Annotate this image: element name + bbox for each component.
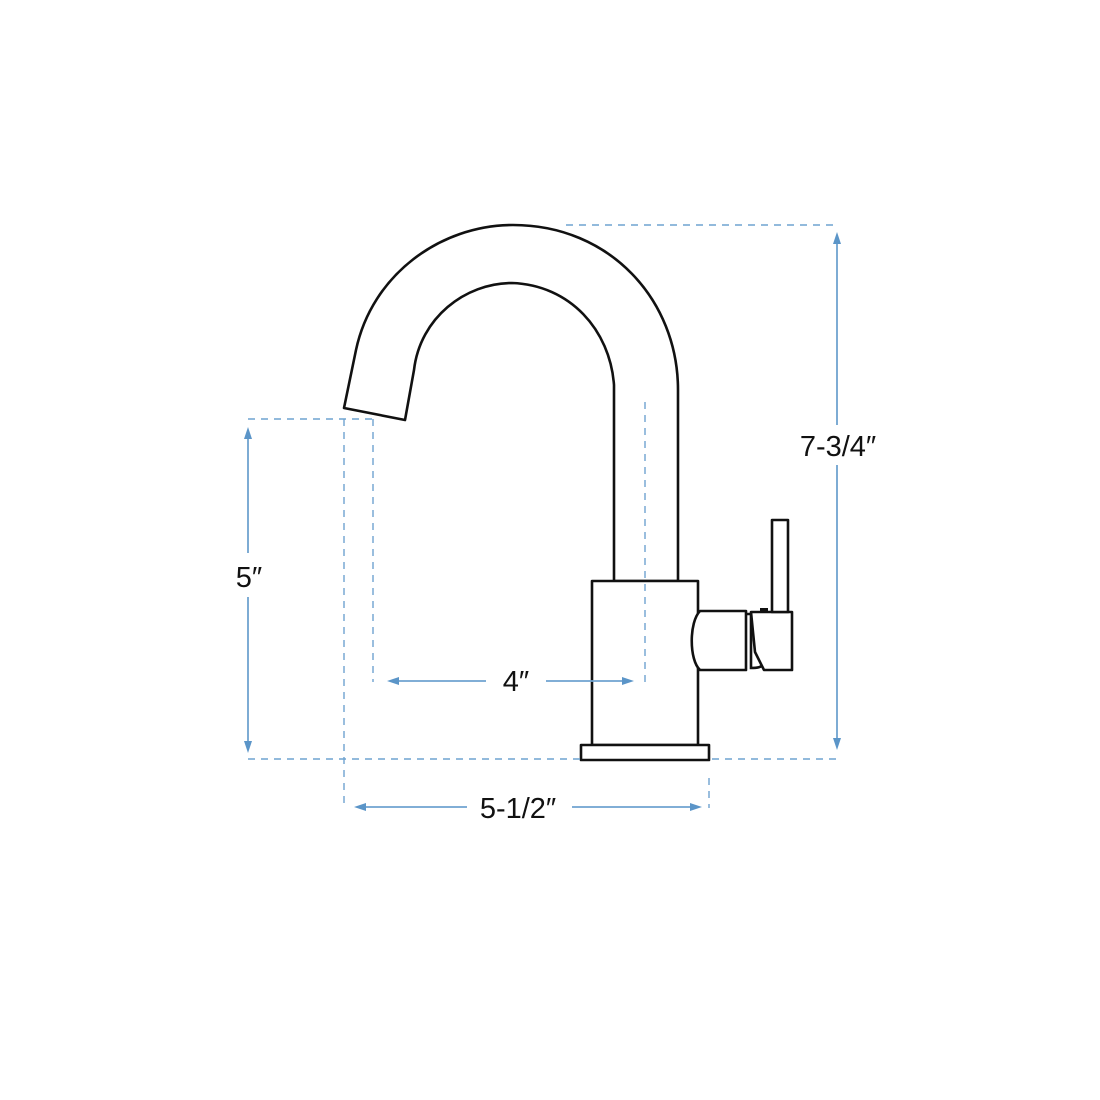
spout-reach-label: 4″ bbox=[503, 666, 529, 698]
overall-depth-label: 5-1/2″ bbox=[480, 793, 556, 825]
handle-block bbox=[749, 610, 794, 672]
arrow-down-icon bbox=[244, 741, 252, 753]
arrow-right-icon bbox=[690, 803, 702, 811]
dimension-overall-height: 7-3/4″ bbox=[800, 232, 876, 750]
dimension-spout-height: 5″ bbox=[236, 427, 262, 753]
faucet-drawing bbox=[342, 223, 794, 762]
arrow-left-icon bbox=[354, 803, 366, 811]
spout-height-label: 5″ bbox=[236, 562, 262, 594]
base-plate bbox=[579, 743, 711, 762]
dimension-overall-depth: 5-1/2″ bbox=[354, 793, 702, 825]
handle-hub bbox=[690, 609, 748, 672]
spout bbox=[342, 223, 680, 583]
arrow-down-icon bbox=[833, 738, 841, 750]
arrow-up-icon bbox=[833, 232, 841, 244]
arrow-left-icon bbox=[387, 677, 399, 685]
arrow-right-icon bbox=[622, 677, 634, 685]
overall-height-label: 7-3/4″ bbox=[800, 431, 876, 463]
handle-pin bbox=[760, 608, 768, 611]
dimension-spout-reach: 4″ bbox=[387, 666, 634, 698]
arrow-up-icon bbox=[244, 427, 252, 439]
handle-lever bbox=[770, 518, 790, 614]
extension-lines bbox=[248, 224, 838, 808]
